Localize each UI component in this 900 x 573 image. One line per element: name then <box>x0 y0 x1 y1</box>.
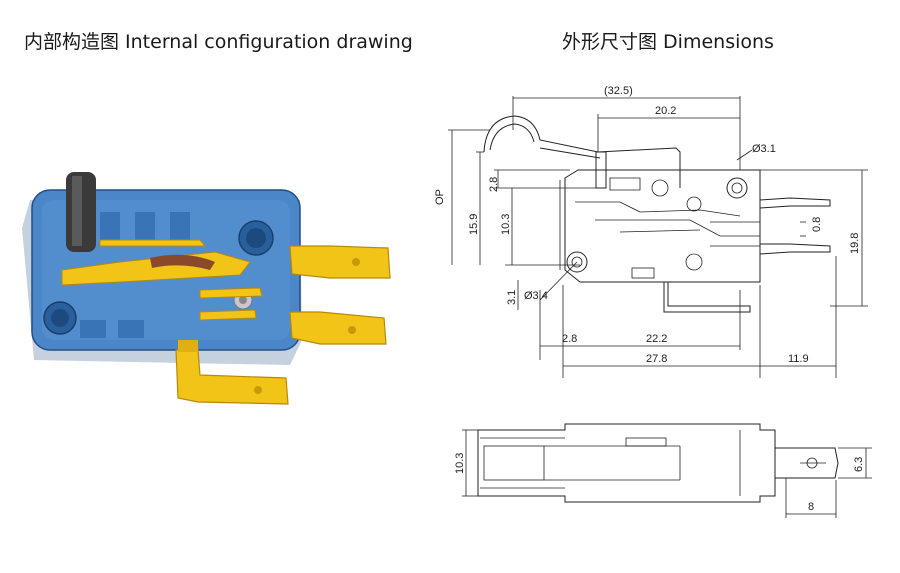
switch-body-outline <box>564 169 761 283</box>
top-view-terminal <box>774 447 839 479</box>
dim-10-3: 10.3 <box>500 214 512 235</box>
dim-0-8: 0.8 <box>811 217 823 232</box>
dim-3-1: 3.1 <box>506 290 518 305</box>
dim-op: OP <box>434 189 446 205</box>
dim-8: 8 <box>808 501 814 513</box>
pivot-pin-hole <box>726 177 748 199</box>
dim-pin-hole: Ø3.1 <box>752 143 776 155</box>
terminal-normally-open <box>289 311 387 345</box>
internal-drawing-title: 内部构造图 Internal configuration drawing <box>24 31 413 53</box>
dim-mount-hole: Ø3.4 <box>524 290 548 302</box>
dim-15-9: 15.9 <box>468 214 480 235</box>
internal-configuration-illustration <box>22 172 391 405</box>
dim-19-8: 19.8 <box>849 233 861 254</box>
top-view-body <box>477 423 776 503</box>
dimensions-title: 外形尺寸图 Dimensions <box>562 31 774 53</box>
roller-lever <box>483 115 681 188</box>
front-view-drawing: (32.5) 20.2 Ø3.1 OP 15.9 2.8 10.3 0.8 19… <box>434 85 868 378</box>
dim-6-3: 6.3 <box>853 457 865 472</box>
dim-27-8: 27.8 <box>646 353 667 365</box>
dim-2-8-top: 2.8 <box>488 177 500 192</box>
dim-total-width: (32.5) <box>604 85 633 97</box>
dim-2-8-bottom: 2.8 <box>562 333 577 345</box>
dim-lever-span: 20.2 <box>655 105 676 117</box>
terminal-common <box>289 245 391 279</box>
mounting-hole-front <box>566 251 588 273</box>
dim-22-2: 22.2 <box>646 333 667 345</box>
dim-10-3-side: 10.3 <box>454 453 466 474</box>
dim-11-9: 11.9 <box>788 353 809 365</box>
top-view-drawing: 10.3 6.3 8 <box>454 423 872 518</box>
